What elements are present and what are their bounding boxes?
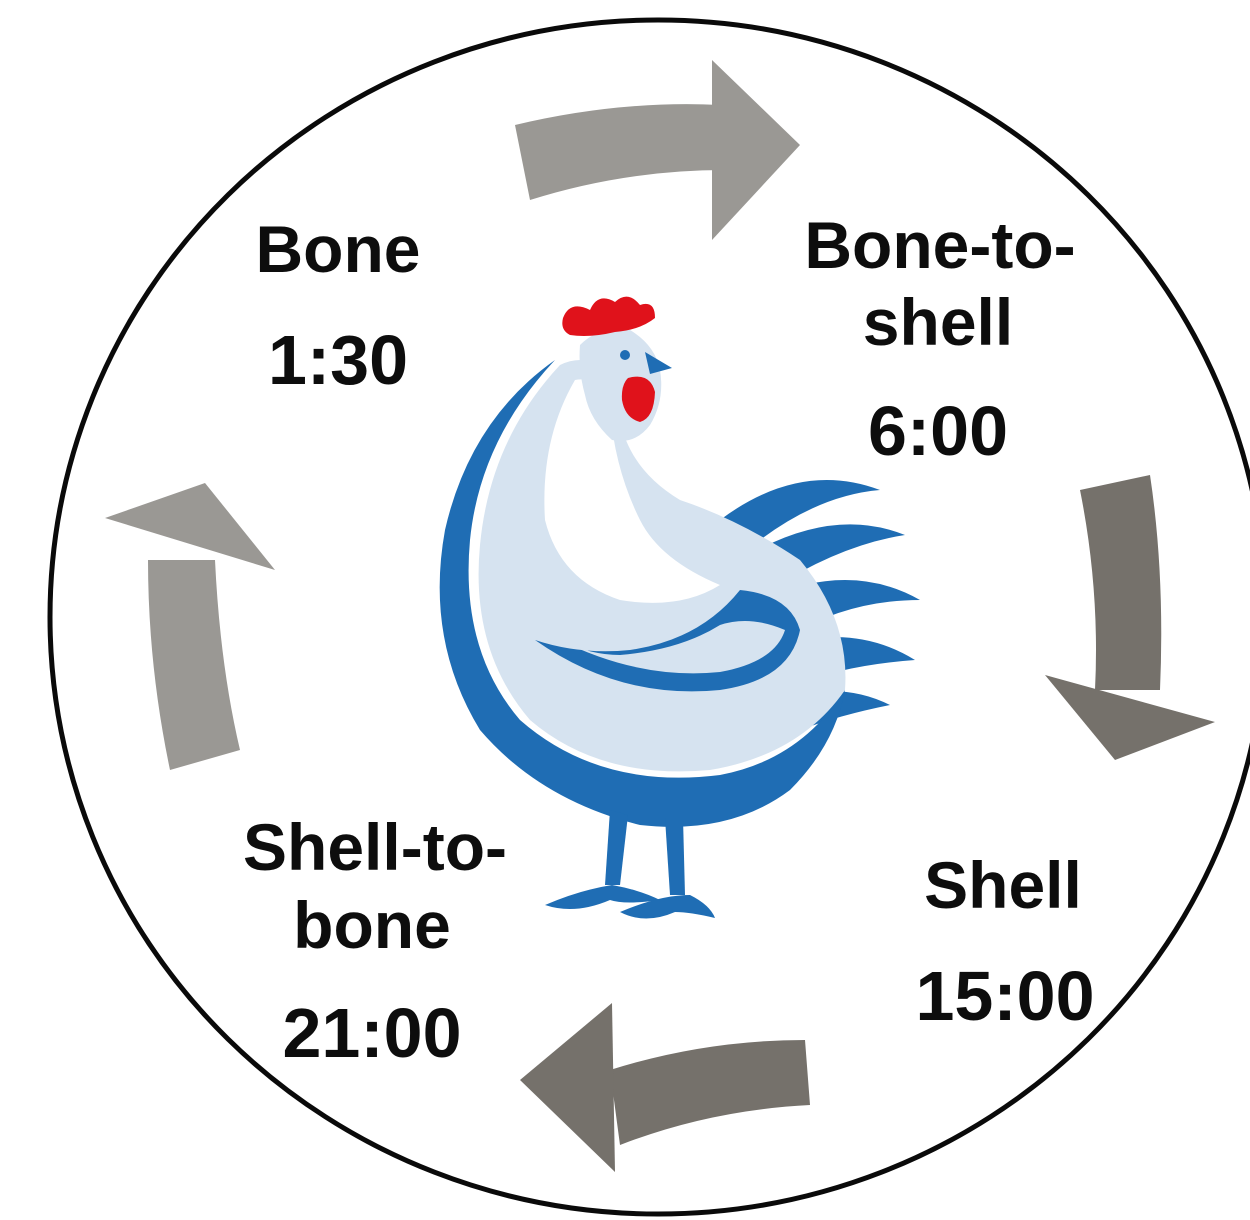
phase-bone-name: Bone xyxy=(256,212,421,286)
phase-bone-to-shell-name-line1: Bone-to- xyxy=(804,208,1075,282)
phase-shell-name: Shell xyxy=(924,848,1082,922)
phase-shell-to-bone-name-line1: Shell-to- xyxy=(243,810,507,884)
phase-shell-time: 15:00 xyxy=(915,957,1094,1035)
phase-shell-to-bone-time: 21:00 xyxy=(282,994,461,1072)
phase-bone-to-shell-time: 6:00 xyxy=(868,392,1008,470)
phase-shell-to-bone-name-line2: bone xyxy=(293,888,451,962)
phase-bone-to-shell-name-line2: shell xyxy=(863,285,1013,359)
phase-bone-time: 1:30 xyxy=(268,321,408,399)
